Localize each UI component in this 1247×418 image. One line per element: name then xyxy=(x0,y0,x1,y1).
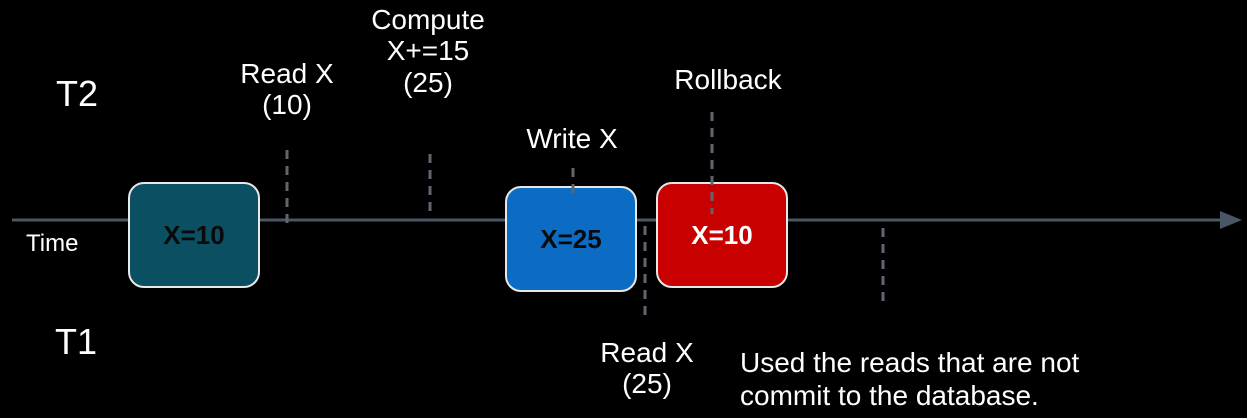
read-x-25-label: Read X (25) xyxy=(600,337,694,400)
time-axis-label: Time xyxy=(26,230,79,257)
transaction-t1-label: T1 xyxy=(55,321,98,362)
state-box-rollback: X=10 xyxy=(656,182,788,288)
rollback-label: Rollback xyxy=(674,64,782,95)
state-box-written: X=25 xyxy=(505,186,637,292)
write-x-label: Write X xyxy=(526,123,618,154)
transaction-t2-label: T2 xyxy=(56,73,99,114)
compute-label: Compute X+=15 (25) xyxy=(371,4,485,98)
state-box-initial: X=10 xyxy=(128,182,260,288)
time-axis-arrowhead xyxy=(1220,211,1242,229)
dirty-read-note: Used the reads that are not commit to th… xyxy=(740,347,1080,412)
read-x-10-label: Read X (10) xyxy=(240,58,334,121)
